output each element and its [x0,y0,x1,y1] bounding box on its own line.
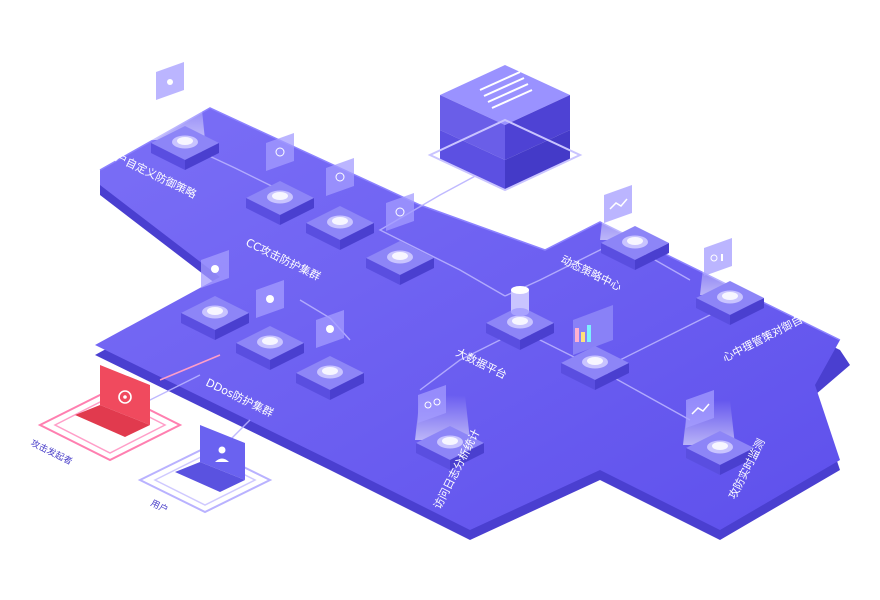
user-laptop[interactable]: 用户 [137,425,273,516]
attacker-label: 攻击发起者 [29,437,75,468]
defense-rules-icon [156,62,184,100]
server-vent-icon [479,71,533,109]
database-icon [511,286,529,316]
origin-server[interactable]: 源站服务 [427,50,583,203]
user-label: 用户 [149,497,170,516]
gear-shield-icon [316,310,344,348]
target-icon [326,158,354,196]
target-icon [266,133,294,171]
analytics-icon [418,385,446,423]
biohazard-icon [118,390,132,404]
user-group-icon [215,446,229,462]
target-icon [386,193,414,231]
eye-bars-icon [704,238,732,276]
gear-shield-icon [256,280,284,318]
server-label: 源站服务 [531,176,569,203]
gear-shield-icon [201,250,229,288]
chart-trend-icon [604,185,632,223]
dashboard-icon [573,305,613,355]
bar-chart-icon [686,390,714,428]
